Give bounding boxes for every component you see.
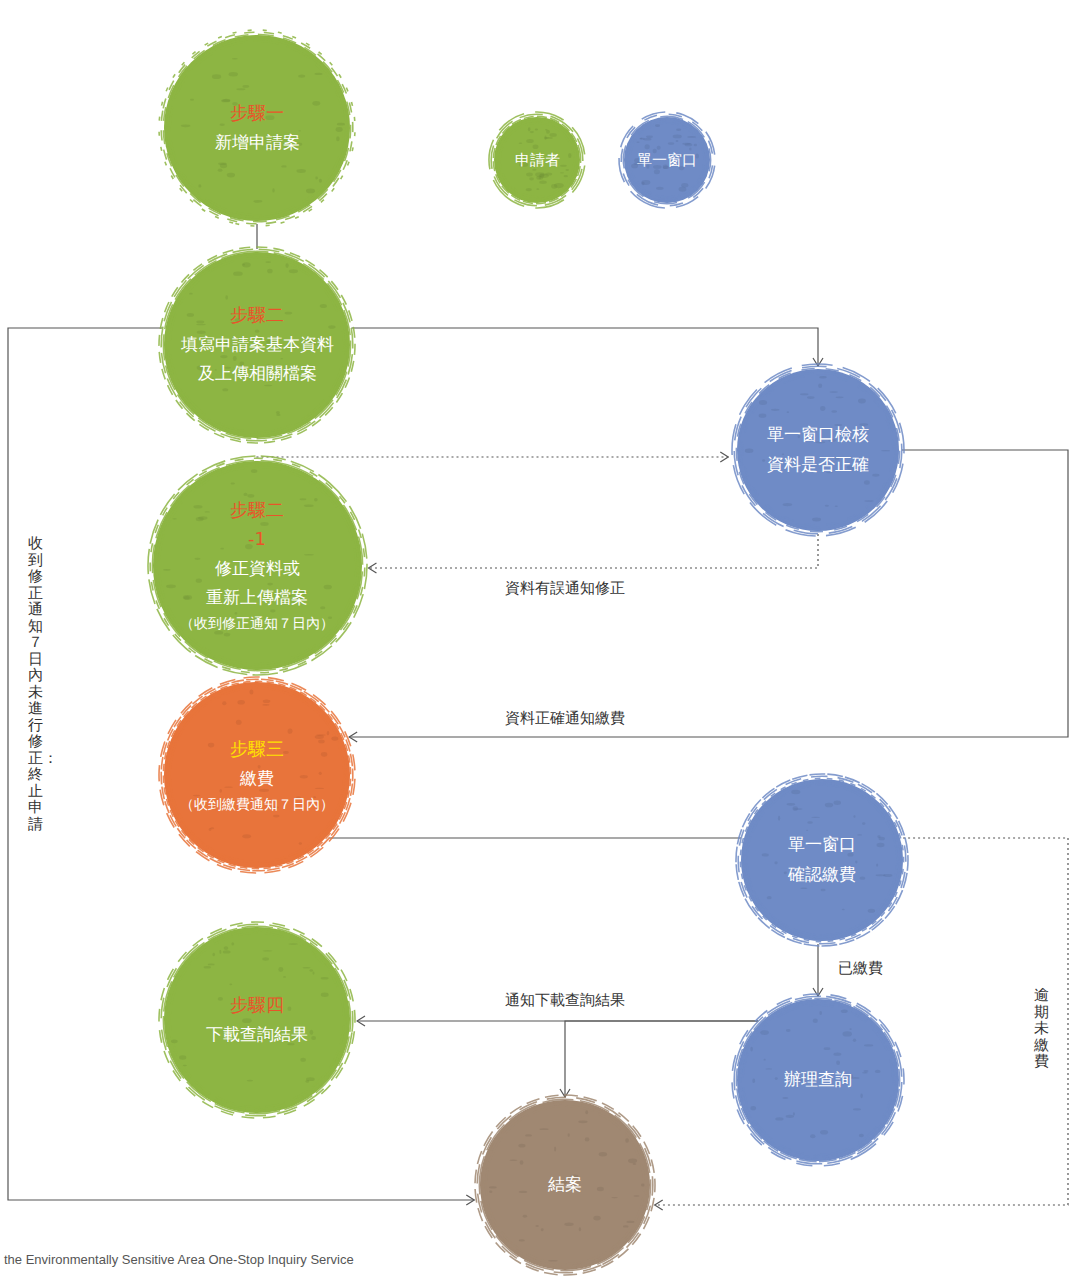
legend-item: 單一窗口 (617, 110, 717, 210)
process-circle: 步驟四下載查詢結果 (157, 920, 357, 1120)
connector (565, 1021, 758, 1097)
dotted-connector (257, 456, 728, 458)
node-text: 結案 (548, 1170, 582, 1200)
node-text: 下載查詢結果 (206, 1020, 308, 1050)
edge-label: 資料有誤通知修正 (502, 578, 628, 599)
node-text: 填寫申請案基本資料 及上傳相關檔案 (181, 330, 334, 390)
node-text: （收到繳費通知７日內） (180, 794, 334, 815)
brush-circle (734, 772, 910, 948)
node-content: 步驟二 -1修正資料或 重新上傳檔案（收到修正通知７日內） (180, 496, 334, 634)
edge-label: 逾期未繳費 (1033, 984, 1050, 1073)
connector (8, 328, 474, 1200)
caption: the Environmentally Sensitive Area One-S… (4, 1252, 354, 1267)
step-heading: 步驟三 (230, 735, 284, 764)
process-circle: 單一窗口 確認繳費 (734, 772, 910, 948)
process-circle: 步驟三繳費（收到繳費通知７日內） (157, 675, 357, 875)
node-text: 繳費 (240, 764, 274, 794)
brush-circle (730, 362, 906, 538)
node-text: （收到修正通知７日內） (180, 613, 334, 634)
node-text: 單一窗口檢核 資料是否正確 (767, 420, 869, 480)
process-circle: 結案 (473, 1093, 657, 1277)
connector (817, 944, 818, 996)
node-content: 結案 (548, 1170, 582, 1200)
edge-label: 收到修正通知７日內未進行修正：終止申請 (27, 532, 44, 835)
node-text: 新增申請案 (215, 128, 300, 158)
process-circle: 步驟一新增申請案 (157, 28, 357, 228)
node-content: 辦理查詢 (784, 1065, 852, 1095)
connector (256, 224, 257, 249)
step-heading: 步驟二 (230, 301, 284, 330)
step-heading: 步驟二 -1 (230, 496, 284, 554)
node-content: 步驟三繳費（收到繳費通知７日內） (180, 735, 334, 815)
edge-label: 資料正確通知繳費 (502, 708, 628, 729)
legend-text: 單一窗口 (637, 151, 697, 170)
legend-item: 申請者 (487, 110, 587, 210)
brush-circle (157, 920, 357, 1120)
node-text: 單一窗口 確認繳費 (788, 830, 856, 890)
node-content: 單一窗口檢核 資料是否正確 (767, 420, 869, 480)
legend-text: 申請者 (515, 151, 560, 170)
step-heading: 步驟一 (230, 99, 284, 128)
dotted-connector (368, 534, 818, 568)
node-content: 步驟四下載查詢結果 (206, 991, 308, 1050)
brush-circle (157, 28, 357, 228)
process-circle: 單一窗口檢核 資料是否正確 (730, 362, 906, 538)
node-text: 辦理查詢 (784, 1065, 852, 1095)
connector (349, 450, 1068, 737)
step-heading: 步驟四 (230, 991, 284, 1020)
node-content: 步驟一新增申請案 (215, 99, 300, 158)
edge-label: 通知下載查詢結果 (502, 990, 628, 1011)
connector (351, 328, 818, 366)
edge-label: 已繳費 (835, 958, 886, 979)
process-circle: 步驟二填寫申請案基本資料 及上傳相關檔案 (157, 245, 357, 445)
node-content: 單一窗口 確認繳費 (788, 830, 856, 890)
node-content: 步驟二填寫申請案基本資料 及上傳相關檔案 (181, 301, 334, 389)
connector (329, 837, 740, 838)
process-circle: 步驟二 -1修正資料或 重新上傳檔案（收到修正通知７日內） (146, 454, 369, 677)
node-text: 修正資料或 重新上傳檔案 (206, 554, 308, 614)
process-circle: 辦理查詢 (730, 992, 906, 1168)
